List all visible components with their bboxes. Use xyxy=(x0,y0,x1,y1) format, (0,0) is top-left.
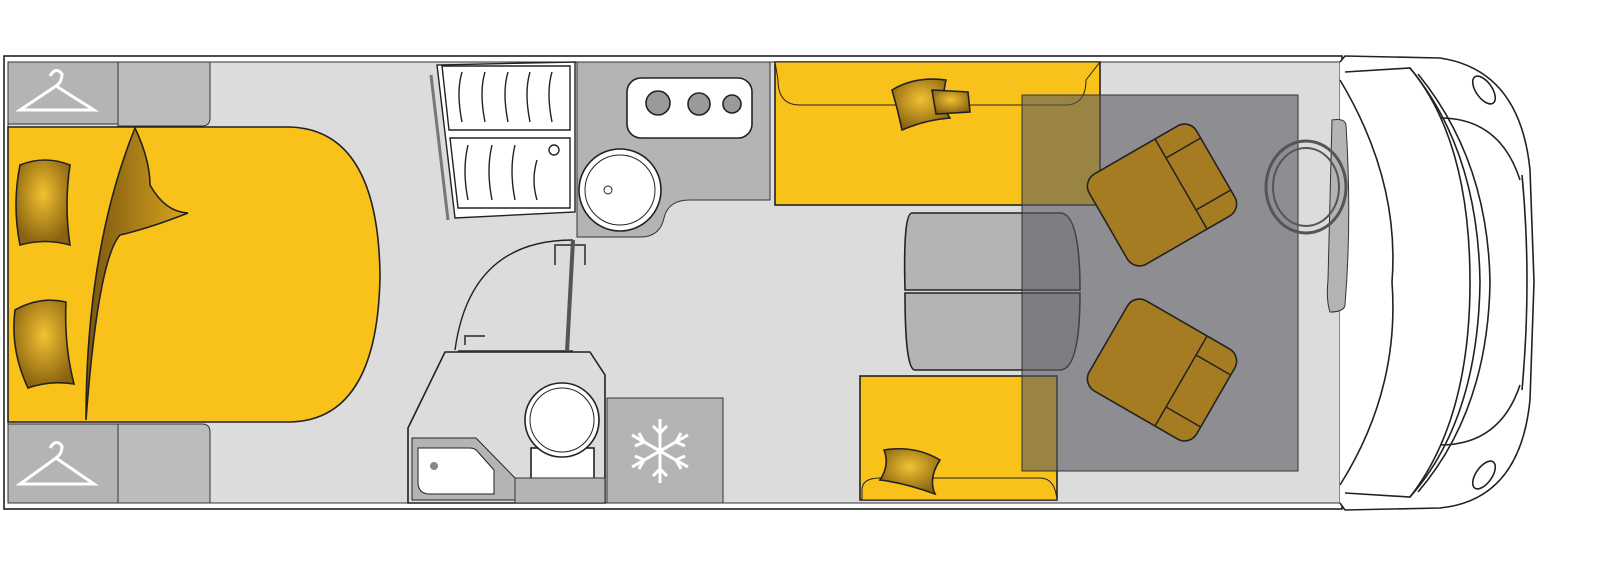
cabinet-top xyxy=(117,61,211,127)
snowflake-icon xyxy=(631,419,689,483)
wardrobe-top[interactable] xyxy=(7,61,119,125)
cab-front xyxy=(1339,55,1535,511)
shower-drain xyxy=(430,462,438,470)
sink-basin xyxy=(584,154,656,226)
shower-basin xyxy=(417,447,495,495)
passenger-seat[interactable] xyxy=(1082,294,1241,446)
pillow xyxy=(931,89,971,115)
blanket-fold xyxy=(85,125,189,421)
hanger-icon xyxy=(15,69,100,486)
steering-wheel-icon[interactable] xyxy=(1264,139,1348,235)
sink-drain xyxy=(603,185,613,195)
burner xyxy=(687,92,711,116)
cabinet-bottom xyxy=(117,423,211,504)
burner xyxy=(645,90,671,116)
pillow xyxy=(15,159,71,247)
bed xyxy=(7,126,381,423)
pillow xyxy=(13,299,76,390)
pillow xyxy=(878,447,942,496)
driver-seat[interactable] xyxy=(1082,119,1241,271)
burner xyxy=(722,94,742,114)
bathroom-counter xyxy=(514,477,606,504)
kitchen-drawers xyxy=(429,61,576,221)
fridge xyxy=(606,397,724,504)
toilet-seat xyxy=(529,387,595,453)
door-swing xyxy=(454,239,574,351)
